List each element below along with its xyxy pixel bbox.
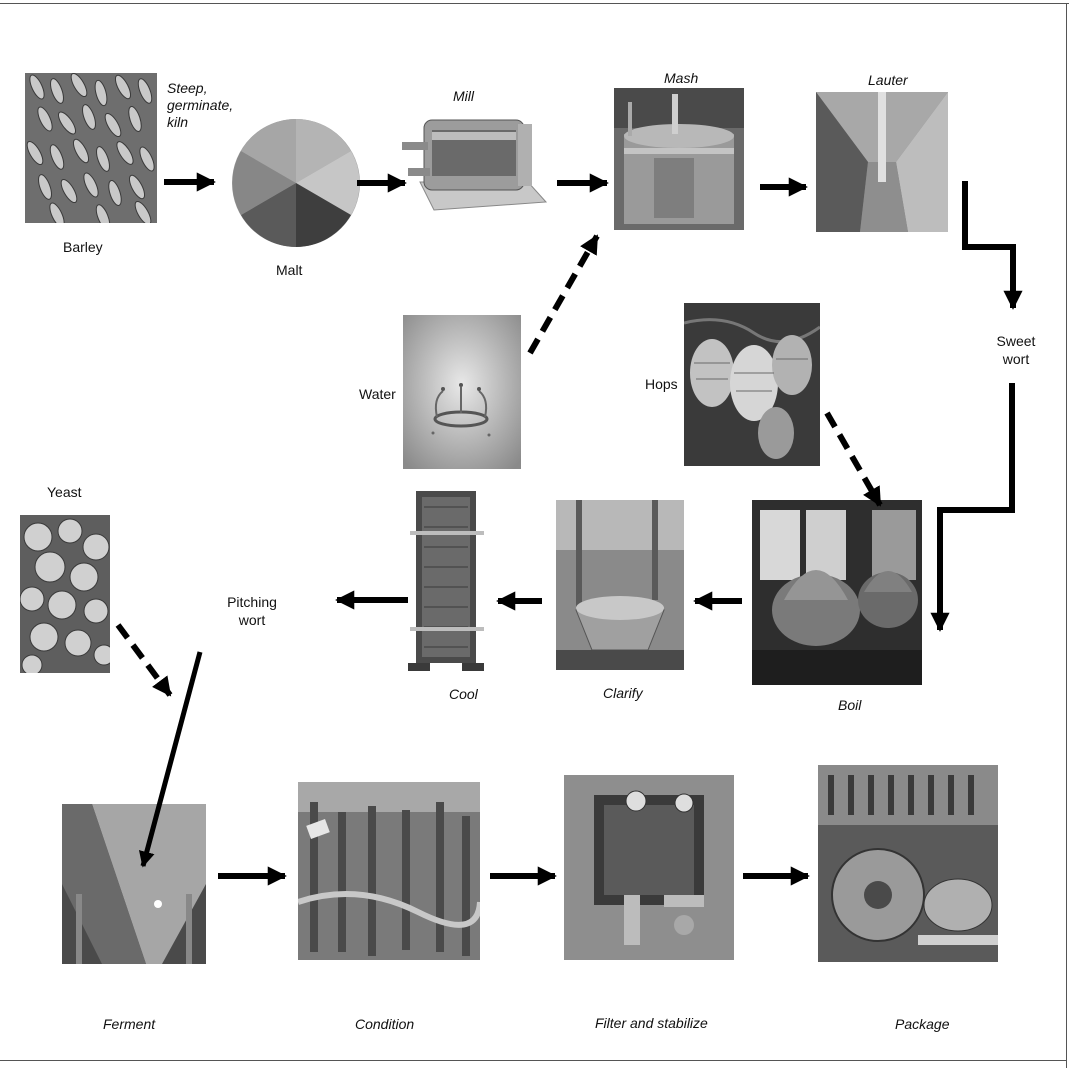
barley-photo xyxy=(25,73,157,223)
mash-photo xyxy=(614,88,744,230)
label-water: Water xyxy=(359,386,396,402)
arrow-pitching-wort-to-ferment xyxy=(138,651,203,868)
arrow-lauter-to-sweet-wort xyxy=(962,181,1023,310)
clarify-photo xyxy=(556,500,684,670)
hops-photo xyxy=(684,303,820,466)
label-ferment: Ferment xyxy=(103,1016,156,1032)
label-pitching-wort-line2: wort xyxy=(238,612,266,628)
frame-right-border xyxy=(1066,3,1067,1068)
boil-photo xyxy=(752,500,922,685)
label-package: Package xyxy=(895,1016,950,1032)
label-mash: Mash xyxy=(664,70,699,86)
mill-photo xyxy=(398,102,550,214)
label-yeast: Yeast xyxy=(47,484,82,500)
label-mill: Mill xyxy=(453,88,474,104)
label-barley: Barley xyxy=(63,239,103,255)
package-photo xyxy=(818,765,998,962)
label-sweet-wort-line2: wort xyxy=(1002,351,1030,367)
arrow-yeast-to-ferment xyxy=(115,623,173,697)
label-steep-line2: germinate, xyxy=(167,97,234,113)
cool-photo xyxy=(406,487,486,672)
frame-top-border xyxy=(0,3,1069,4)
label-cool: Cool xyxy=(449,686,478,702)
condition-photo xyxy=(298,782,480,960)
label-malt: Malt xyxy=(276,262,303,278)
label-clarify: Clarify xyxy=(603,685,643,701)
label-steep-line3: kiln xyxy=(167,114,189,130)
water-photo xyxy=(403,315,521,469)
malt-photo xyxy=(230,110,362,256)
filter-photo xyxy=(564,775,734,960)
label-lauter: Lauter xyxy=(868,72,908,88)
arrow-hops-to-boil xyxy=(824,411,883,507)
label-filter-and-stabilize: Filter and stabilize xyxy=(595,1015,708,1031)
label-steep-line1: Steep, xyxy=(167,80,208,96)
label-condition: Condition xyxy=(355,1016,415,1032)
yeast-photo xyxy=(20,515,110,673)
frame-bottom-border xyxy=(0,1060,1066,1061)
label-boil: Boil xyxy=(838,697,862,713)
label-pitching-wort-line1: Pitching xyxy=(227,594,277,610)
arrow-sweet-wort-to-boil xyxy=(930,383,1015,632)
arrow-water-to-mash xyxy=(527,234,600,355)
label-hops: Hops xyxy=(645,376,678,392)
label-sweet-wort-line1: Sweet xyxy=(996,333,1036,349)
ferment-photo xyxy=(62,804,206,964)
lauter-photo xyxy=(816,92,948,232)
